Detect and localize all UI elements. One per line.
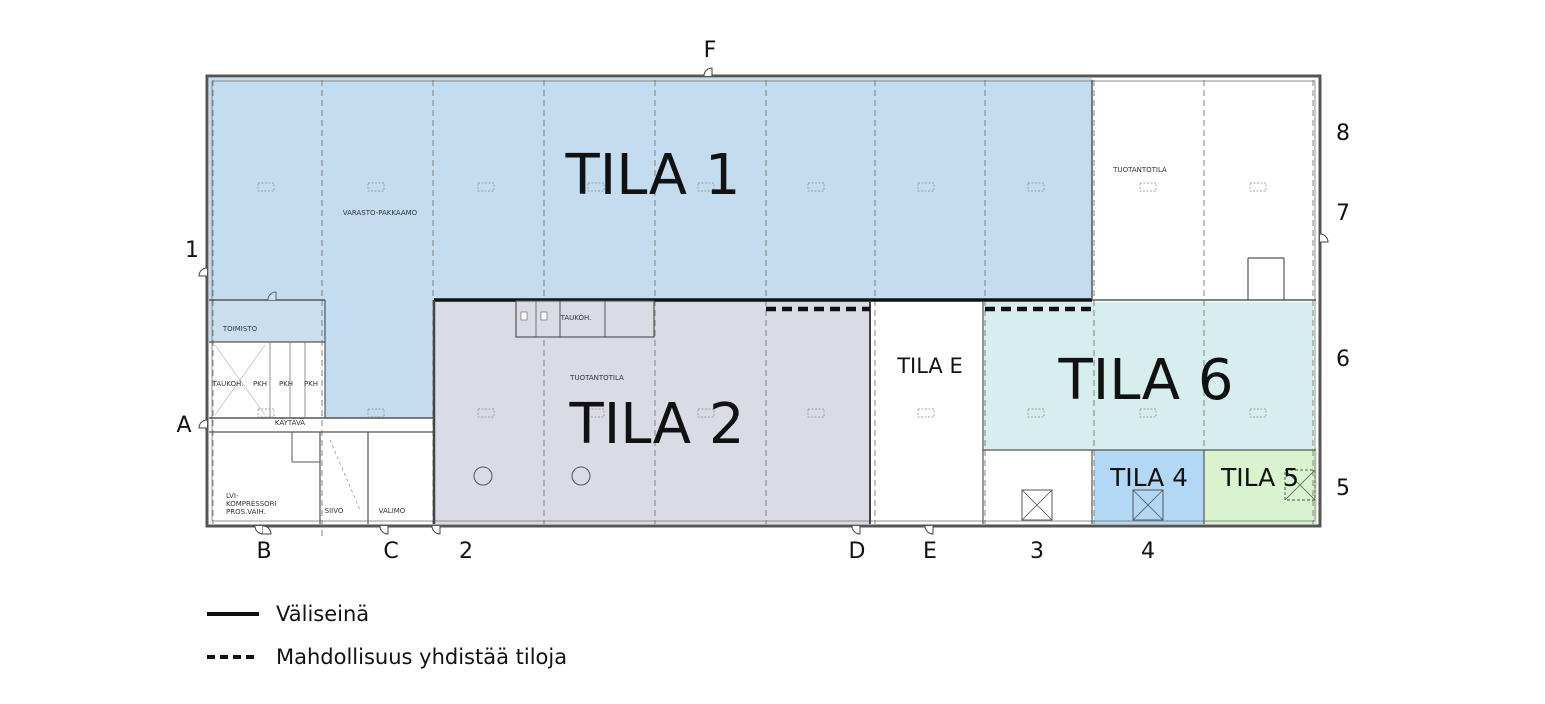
ceiling-lamp: [1139, 182, 1157, 192]
ceiling-lamp: [477, 408, 495, 418]
room-label-kaytava: KÄYTÄVÄ: [275, 418, 305, 427]
zone-label-tila2: TILA 2: [569, 392, 745, 457]
ceiling-lamp: [807, 182, 825, 192]
partition-walls: [209, 80, 1316, 524]
ceiling-lamp: [697, 408, 715, 418]
room-label-tauko-mid: TAUKOH.: [560, 314, 592, 322]
zone-label-tila6: TILA 6: [1058, 348, 1234, 413]
ceiling-lamp: [917, 408, 935, 418]
door-label-b: B: [256, 539, 271, 564]
legend-solid-label: Väliseinä: [276, 602, 369, 626]
door-label-a: A: [176, 413, 191, 438]
ceiling-lamp: [477, 182, 495, 192]
ceiling-lamp: [367, 182, 385, 192]
legend: Väliseinä Mahdollisuus yhdistää tiloja: [207, 602, 567, 669]
ceiling-lamp: [257, 182, 275, 192]
zone-tila2-fill: [434, 301, 870, 524]
office-area: [209, 300, 325, 342]
ceiling-lamp: [367, 408, 385, 418]
legend-dashed-label: Mahdollisuus yhdistää tiloja: [276, 645, 567, 669]
door-label-4: 4: [1141, 539, 1155, 564]
door-label-8: 8: [1336, 121, 1350, 146]
room-label-tuotanto-mid: TUOTANTOTILA: [569, 374, 624, 382]
door-label-f: F: [704, 38, 717, 63]
door-label-c: C: [383, 539, 398, 564]
zone-tila6-fill: [983, 302, 1313, 450]
room-label-varasto: VARASTO-PAKKAAMO: [343, 209, 418, 217]
tila2-small-rooms: [515, 300, 655, 338]
door-label-1: 1: [185, 238, 199, 263]
ceiling-lamp: [697, 182, 715, 192]
room-label-valimo: VALIMO: [379, 507, 406, 515]
ceiling-lamp: [257, 408, 275, 418]
ceiling-lamps: [257, 182, 1267, 418]
zone-tila1-fill: [209, 78, 1092, 300]
ceiling-lamp: [1027, 408, 1045, 418]
door-label-e: E: [923, 539, 937, 564]
room-label-tauko-left: TAUKOH.: [212, 380, 244, 388]
door-label-6: 6: [1336, 347, 1350, 372]
door-label-d: D: [849, 539, 866, 564]
ceiling-lamp: [1139, 408, 1157, 418]
zone-label-tila-e: TILA E: [896, 354, 963, 378]
door-label-3: 3: [1030, 539, 1044, 564]
ceiling-lamp: [1027, 182, 1045, 192]
room-label-pkh-1: PKH: [253, 380, 267, 388]
room-label-toimisto: TOIMISTO: [222, 325, 258, 333]
ceiling-lamp: [917, 182, 935, 192]
ceiling-lamp: [587, 408, 605, 418]
zone-label-tila4: TILA 4: [1109, 463, 1188, 492]
room-label-pkh-2: PKH: [279, 380, 293, 388]
zone-tila4-fill: [1094, 450, 1204, 524]
room-label-pkh-3: PKH: [304, 380, 318, 388]
zone-label-tila1: TILA 1: [565, 143, 741, 208]
room-label-siivo: SIIVO: [325, 507, 344, 515]
ceiling-lamp: [587, 182, 605, 192]
door-label-5: 5: [1336, 476, 1350, 501]
door-label-7: 7: [1336, 201, 1350, 226]
outer-wall: [205, 74, 1322, 528]
hatch-boxes: [214, 344, 1316, 521]
inner-wall-line: [211, 80, 1316, 522]
tank-circle: [571, 466, 591, 486]
tank-circle: [473, 466, 493, 486]
ceiling-lamp: [1249, 408, 1267, 418]
ceiling-lamp: [807, 408, 825, 418]
room-label-tuotanto-top: TUOTANTOTILA: [1112, 166, 1167, 174]
zone-label-tila5: TILA 5: [1220, 463, 1299, 492]
ceiling-lamp: [1249, 182, 1267, 192]
door-label-2: 2: [459, 539, 473, 564]
door-arcs: [198, 67, 1329, 535]
